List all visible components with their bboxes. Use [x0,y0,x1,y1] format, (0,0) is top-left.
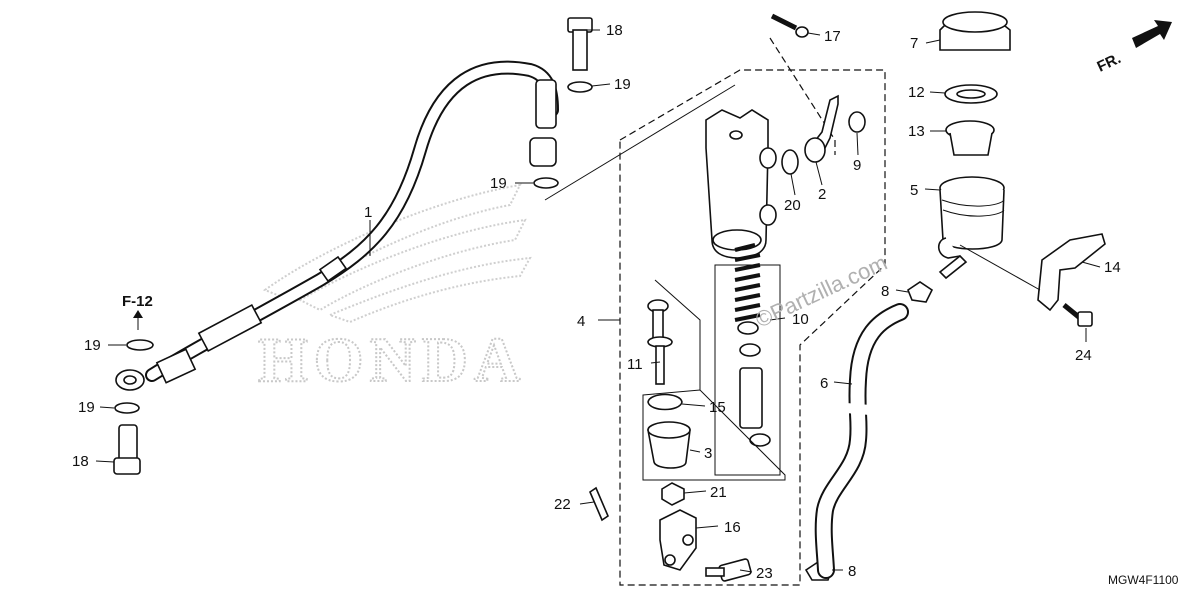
callout-6: 6 [820,375,828,392]
part-14-reservoir-stay [1037,233,1106,312]
part-3-boot [647,421,691,469]
part-16-rod-joint [659,509,697,571]
callout-19-left-lower: 19 [78,399,95,416]
callout-11: 11 [627,356,643,373]
leader-hose-to-body [544,84,736,201]
part-11-push-rod [647,299,673,385]
front-indicator-label: FR. [1095,50,1124,76]
callout-22: 22 [554,496,571,513]
honda-logo-text: HONDA [258,324,526,395]
part-21-nut [661,482,685,506]
callout-12: 12 [908,84,925,101]
watermark-text: ©Partzilla.com [752,250,891,333]
part-1-brake-hose [145,60,559,384]
subassembly-leader [654,279,701,390]
callout-21: 21 [710,484,727,501]
reference-label: F-12 [122,293,153,310]
callout-8-upper: 8 [881,283,889,300]
callout-23: 23 [756,565,773,582]
callout-1: 1 [364,204,372,221]
part-23-joint-pin [705,558,752,582]
callout-4: 4 [577,313,585,330]
callout-24: 24 [1075,347,1092,364]
part-12-plate [944,84,998,104]
reference-arrow-head [133,310,143,318]
front-direction-arrow [1132,20,1172,48]
part-22-cotter-pin [589,486,609,522]
subassembly-box [642,389,786,481]
callout-19-top: 19 [614,76,631,93]
part-6-reservoir-hose [814,303,909,579]
callout-17: 17 [824,28,841,45]
assembly-outline [619,69,886,586]
left-banjo-fitting [113,339,154,475]
part-8-clip-upper [907,281,934,303]
callout-16: 16 [724,519,741,536]
diagram-code: MGW4F1100 [1108,573,1179,587]
callout-15: 15 [709,399,726,416]
callout-3: 3 [704,445,712,462]
callout-7: 7 [910,35,918,52]
part-7-reservoir-cap [939,11,1011,51]
leader-lines [95,29,1101,573]
part-10-spring-piston [714,243,781,476]
part-13-diaphragm [945,120,995,156]
callout-8-lower: 8 [848,563,856,580]
callout-18-lower: 18 [72,453,89,470]
part-17-screw [770,13,809,38]
part-15-circlip [647,393,683,411]
callout-13: 13 [908,123,925,140]
callout-10: 10 [792,311,809,328]
callout-14: 14 [1104,259,1121,276]
callout-18-upper: 18 [606,22,623,39]
part-9-clip [848,111,866,133]
callout-19-mid: 19 [490,175,507,192]
top-banjo-fitting [533,17,593,189]
part-2-joint [804,94,839,163]
callout-5: 5 [910,182,918,199]
callout-9: 9 [853,157,861,174]
callout-2: 2 [818,186,826,203]
callout-20: 20 [784,197,801,214]
callout-19-left-upper: 19 [84,337,101,354]
master-cylinder-body [705,109,777,259]
part-24-bolt [1062,303,1093,327]
part-20-washer [781,149,799,175]
part-5-reservoir [937,176,1005,280]
leader-reservoir-to-stay [959,244,1041,291]
